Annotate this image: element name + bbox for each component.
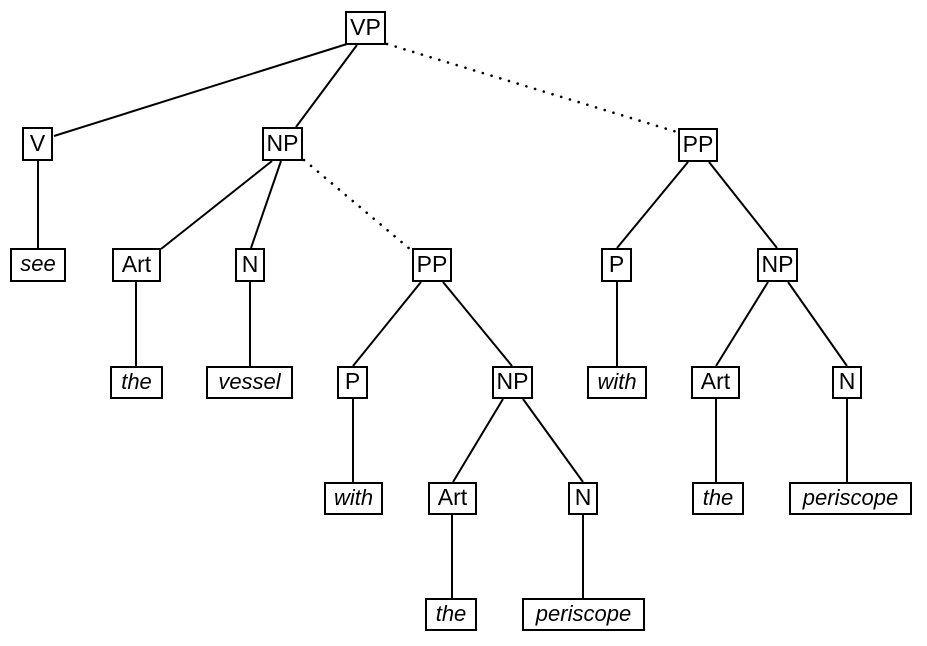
tree-node-with_m: with: [324, 482, 383, 515]
tree-node-label: Art: [437, 484, 468, 510]
tree-node-label: VP: [350, 13, 381, 40]
tree-node-the1: the: [110, 366, 163, 399]
tree-node-label: see: [20, 251, 56, 276]
tree-node-label: P: [344, 368, 361, 394]
tree-node-the_r: the: [692, 482, 744, 515]
tree-edge-vp-to-pp_right: [385, 42, 679, 134]
tree-node-vp: VP: [345, 11, 386, 45]
tree-node-n_r: N: [832, 366, 862, 399]
tree-node-label: NP: [266, 129, 299, 156]
tree-edge-vp-to-v: [53, 43, 348, 137]
tree-node-n_m: N: [568, 482, 598, 515]
tree-node-vessel: vessel: [206, 366, 293, 399]
tree-node-label: the: [435, 600, 467, 626]
tree-node-label: vessel: [218, 368, 281, 394]
tree-node-label: PP: [416, 250, 448, 277]
tree-edge-np_right-to-art_r: [715, 281, 769, 367]
tree-node-label: with: [597, 368, 637, 394]
tree-node-label: Art: [121, 250, 152, 277]
tree-edge-vp-to-np1: [295, 44, 358, 128]
tree-node-p_right: P: [601, 248, 632, 282]
tree-node-pp_mid: PP: [412, 248, 452, 282]
tree-node-label: N: [241, 250, 259, 277]
tree-node-label: with: [333, 484, 374, 510]
tree-node-pp_right: PP: [678, 128, 718, 162]
tree-node-np1: NP: [262, 127, 303, 161]
tree-node-v: V: [22, 127, 53, 161]
tree-node-art_m: Art: [428, 482, 477, 515]
tree-edge-np1-to-art1: [160, 160, 273, 250]
tree-node-see: see: [10, 248, 66, 282]
tree-node-label: periscope: [802, 484, 899, 510]
tree-edge-np_right-to-n_r: [787, 281, 848, 367]
tree-node-p_mid: P: [337, 366, 368, 399]
tree-node-n1: N: [235, 248, 265, 282]
tree-node-label: N: [838, 368, 856, 394]
tree-node-art1: Art: [112, 248, 161, 282]
tree-node-perisc_m: periscope: [522, 598, 645, 631]
tree-node-np_mid: NP: [492, 366, 533, 399]
tree-node-the_m: the: [425, 598, 477, 631]
tree-node-label: V: [29, 129, 46, 156]
tree-edge-np_mid-to-n_m: [522, 398, 584, 483]
tree-node-label: NP: [496, 368, 529, 394]
tree-edge-np_mid-to-art_m: [452, 398, 504, 483]
tree-node-art_r: Art: [691, 366, 740, 399]
tree-node-perisc_r: periscope: [789, 482, 912, 515]
tree-node-label: periscope: [535, 600, 632, 626]
tree-node-label: N: [574, 484, 592, 510]
tree-node-np_right: NP: [757, 248, 798, 282]
tree-node-label: the: [702, 484, 734, 510]
tree-edge-pp_right-to-np_right: [708, 161, 778, 249]
tree-node-label: NP: [761, 250, 794, 277]
tree-node-with_r: with: [587, 366, 647, 399]
tree-node-label: P: [608, 250, 625, 277]
tree-edge-np1-to-pp_mid: [302, 158, 413, 252]
tree-node-label: Art: [700, 368, 731, 394]
tree-edge-pp_right-to-p_right: [616, 161, 689, 249]
tree-edge-pp_mid-to-np_mid: [442, 281, 513, 367]
tree-node-label: PP: [682, 130, 714, 157]
tree-edge-np1-to-n1: [250, 160, 282, 249]
tree-node-label: the: [121, 368, 152, 394]
tree-edge-pp_mid-to-p_mid: [352, 281, 422, 367]
